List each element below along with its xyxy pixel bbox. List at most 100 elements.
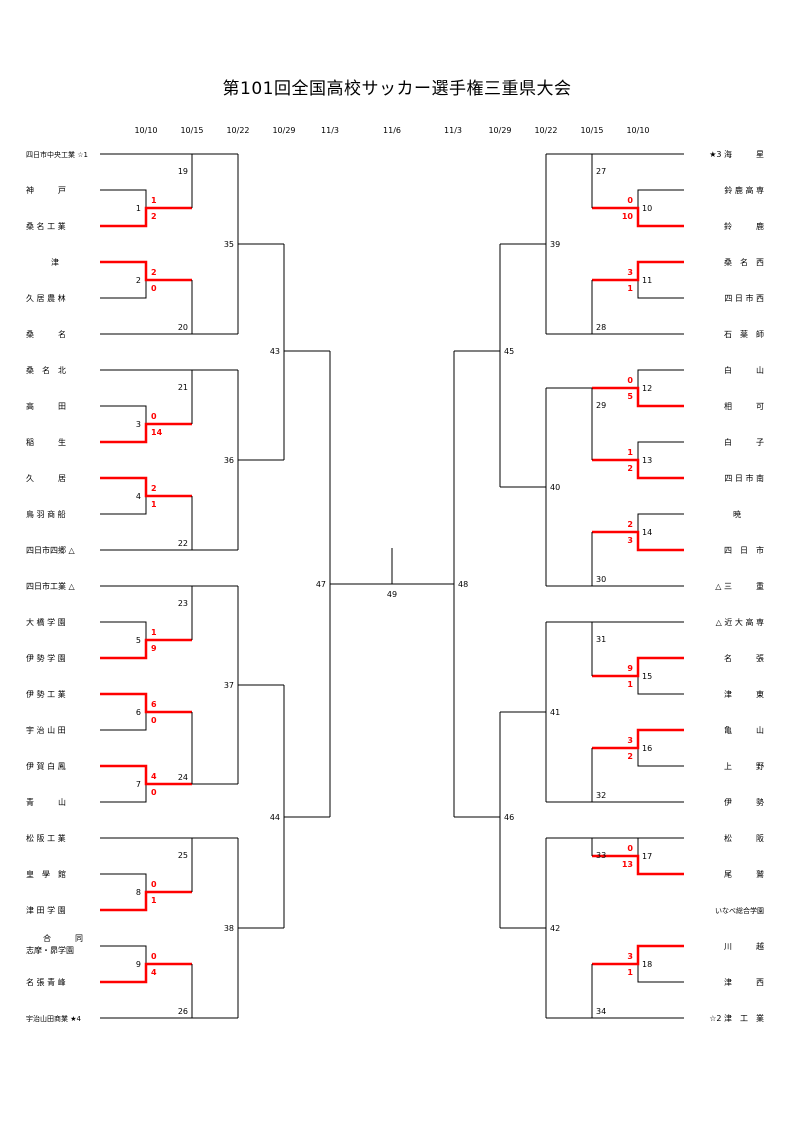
left-sf-match-number: 43	[270, 347, 280, 356]
left-r1-3-loser-line	[100, 405, 147, 424]
left-r1-3-winner-line	[100, 422, 192, 444]
right-r1-15-winner-line	[592, 656, 684, 678]
left-qf-match-number: 37	[224, 681, 234, 690]
left-team-21: 津 田 学 園	[26, 905, 66, 915]
date-center-final: 11/6	[383, 126, 401, 135]
left-r1-score-bottom: 14	[151, 428, 163, 437]
right-r1-score-bottom: 1	[627, 680, 633, 689]
right-r1-match-number: 14	[642, 528, 652, 537]
left-team-6: 桑 名 北	[26, 365, 66, 375]
left-r1-match-number: 3	[136, 420, 141, 429]
right-r1-score-bottom: 13	[622, 860, 633, 869]
left-r1-score-bottom: 1	[151, 896, 157, 905]
right-r1-15-loser-line	[637, 676, 684, 695]
date-right-round1: 10/10	[626, 126, 650, 135]
right-r1-11-loser-line	[637, 280, 684, 299]
left-qf-match-number: 36	[224, 456, 234, 465]
left-r1-7-loser-line	[100, 784, 147, 803]
right-team-8: 白 子	[724, 437, 764, 447]
right-r2-match-number: 32	[596, 791, 606, 800]
right-r1-score-top: 0	[627, 844, 633, 853]
right-team-21: いなべ総合学園	[715, 906, 764, 915]
left-r1-7-winner-line	[100, 764, 192, 786]
right-team-4: 四 日 市 西	[724, 293, 764, 303]
right-team-9: 四 日 市 南	[724, 473, 764, 483]
left-team-24: 宇治山田商業 ★4	[26, 1014, 82, 1023]
left-qf-match-number: 35	[224, 240, 234, 249]
left-team-15: 伊 勢 工 業	[26, 689, 66, 699]
left-r1-2-loser-line	[100, 280, 147, 299]
left-team-23: 名 張 青 峰	[26, 977, 66, 987]
right-team-10: 暁	[733, 510, 741, 519]
left-team-2: 桑 名 工 業	[26, 221, 66, 231]
right-team-7: 相 可	[724, 401, 764, 411]
right-r2-match-number: 34	[596, 1007, 606, 1016]
right-r1-11-winner-line	[592, 260, 684, 282]
left-r1-score-top: 2	[151, 268, 157, 277]
right-r1-score-top: 0	[627, 196, 633, 205]
right-r1-match-number: 13	[642, 456, 652, 465]
left-r1-score-top: 2	[151, 484, 157, 493]
right-team-15: 津 東	[724, 689, 764, 699]
right-r1-match-number: 17	[642, 852, 652, 861]
right-r1-14-winner-line	[592, 530, 684, 552]
right-r1-10-loser-line	[637, 189, 684, 208]
left-r1-9-loser-line	[100, 945, 147, 964]
left-r1-score-top: 0	[151, 952, 157, 961]
right-r2-match-number: 30	[596, 575, 606, 584]
left-r2-match-number: 23	[178, 599, 188, 608]
left-r1-match-number: 2	[136, 276, 141, 285]
left-team-7: 高 田	[26, 401, 66, 411]
right-r1-score-top: 1	[627, 448, 633, 457]
right-r1-14-loser-line	[637, 513, 684, 532]
right-r1-match-number: 15	[642, 672, 652, 681]
right-qf-match-number: 39	[550, 240, 560, 249]
right-r1-score-top: 9	[627, 664, 633, 673]
left-r2-match-number: 25	[178, 851, 188, 860]
right-team-2: 鈴 鹿	[724, 221, 764, 231]
left-team-17: 伊 賀 白 鳳	[26, 761, 66, 771]
right-r1-10-winner-line	[592, 206, 684, 228]
right-team-5: 石 薬 師	[724, 329, 764, 339]
left-r1-8-winner-line	[100, 890, 192, 912]
right-r2-match-number: 27	[596, 167, 606, 176]
date-left-semifinal: 10/29	[272, 126, 296, 135]
right-r1-match-number: 16	[642, 744, 652, 753]
left-r1-match-number: 7	[136, 780, 141, 789]
right-r1-13-loser-line	[637, 441, 684, 460]
left-team-0: 四日市中央工業 ☆1	[26, 150, 88, 159]
left-r1-match-number: 9	[136, 960, 141, 969]
left-team-18: 青 山	[26, 797, 66, 807]
left-team-12: 四日市工業 △	[26, 581, 76, 591]
right-r1-match-number: 11	[642, 276, 652, 285]
left-r1-score-top: 1	[151, 196, 157, 205]
left-r1-score-top: 4	[151, 772, 157, 781]
date-left-round1: 10/10	[134, 126, 158, 135]
right-r1-score-top: 3	[627, 268, 633, 277]
left-r1-score-bottom: 9	[151, 644, 157, 653]
left-r2-match-number: 21	[178, 383, 188, 392]
right-r1-score-top: 0	[627, 376, 633, 385]
left-team-9: 久 居	[26, 473, 66, 483]
right-team-1: 鈴 鹿 高 専	[724, 185, 764, 195]
right-team-20: 尾 鷲	[724, 869, 764, 879]
right-team-12: △ 三 重	[715, 581, 764, 591]
right-r1-score-bottom: 2	[627, 752, 633, 761]
left-r1-score-bottom: 2	[151, 212, 157, 221]
date-left-quarterfinal: 10/22	[226, 126, 250, 135]
left-r2-match-number: 20	[178, 323, 188, 332]
left-r1-4-loser-line	[100, 496, 147, 515]
final-match-number: 49	[387, 590, 397, 599]
left-team-22-sub: 志摩・昴学園	[26, 945, 74, 955]
right-qf-match-number: 42	[550, 924, 560, 933]
left-r1-match-number: 6	[136, 708, 141, 717]
left-r1-2-winner-line	[100, 260, 192, 282]
left-r2-match-number: 19	[178, 167, 188, 176]
right-team-13: △ 近 大 高 専	[716, 617, 764, 627]
left-r1-match-number: 4	[136, 492, 141, 501]
left-team-22: 合 同	[43, 933, 83, 943]
right-r2-match-number: 29	[596, 401, 606, 410]
left-r1-score-bottom: 4	[151, 968, 157, 977]
right-r1-16-winner-line	[592, 728, 684, 750]
